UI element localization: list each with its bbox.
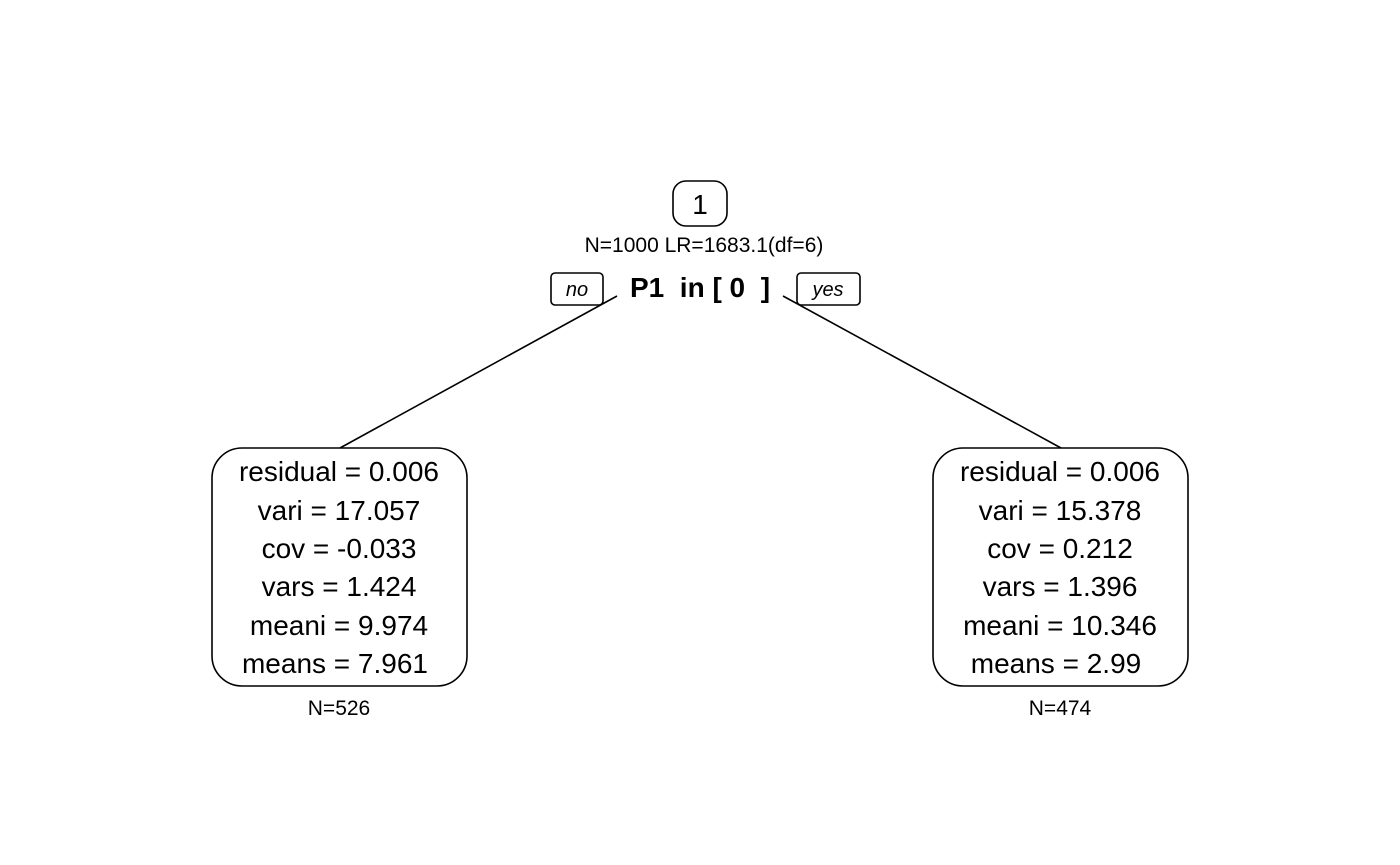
yes-branch-label: yes <box>810 279 843 301</box>
right-leaf-box <box>932 447 1189 687</box>
root-node-id-badge: 1 <box>672 180 728 227</box>
root-node-id: 1 <box>692 189 708 220</box>
yes-branch-box <box>796 272 861 306</box>
left-leaf-count: N=526 <box>308 697 370 720</box>
left-leaf-meani: meani = 9.974 <box>250 610 428 641</box>
right-leaf-vari: vari = 15.378 <box>979 495 1142 526</box>
root-node-stats: N=1000 LR=1683.1(df=6) <box>585 234 824 257</box>
right-leaf-vars: vars = 1.396 <box>983 571 1138 602</box>
edge-to-right-leaf <box>782 295 1062 449</box>
right-leaf-means: means = 2.99 <box>971 648 1141 679</box>
edge-to-left-leaf <box>339 295 618 449</box>
left-leaf-node: residual = 0.006 vari = 17.057 cov = -0.… <box>211 447 468 687</box>
right-leaf-cov: cov = 0.212 <box>987 533 1133 564</box>
right-leaf-count: N=474 <box>1029 697 1092 720</box>
yes-branch-tag: yes <box>796 272 861 306</box>
no-branch-tag: no <box>550 272 604 306</box>
left-leaf-vari: vari = 17.057 <box>258 495 421 526</box>
no-branch-label: no <box>566 279 588 301</box>
no-branch-box <box>550 272 604 306</box>
left-leaf-residual: residual = 0.006 <box>239 456 439 487</box>
root-node-id-box <box>672 180 728 227</box>
right-leaf-residual: residual = 0.006 <box>960 456 1160 487</box>
left-leaf-cov: cov = -0.033 <box>262 533 417 564</box>
right-leaf-meani: meani = 10.346 <box>963 610 1157 641</box>
left-leaf-box <box>211 447 468 687</box>
left-leaf-vars: vars = 1.424 <box>262 571 417 602</box>
left-leaf-means: means = 7.961 <box>242 648 428 679</box>
right-leaf-node: residual = 0.006 vari = 15.378 cov = 0.2… <box>932 447 1189 687</box>
split-rule: P1 in [ 0 ] <box>630 272 770 303</box>
